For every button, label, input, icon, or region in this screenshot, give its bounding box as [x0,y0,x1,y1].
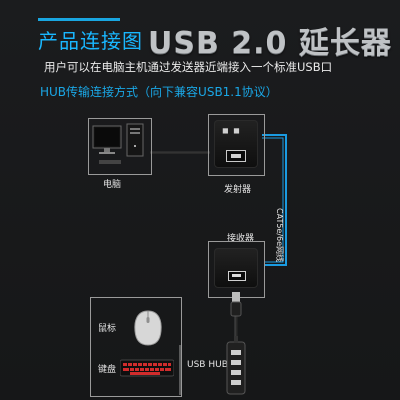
usb-plug-icon [230,292,242,317]
transmitter-unit: ◼ ◼ [214,120,258,168]
transmitter-badge: ◼ ◼ [222,126,241,135]
transmitter-box [208,114,265,176]
cat-cable [262,134,287,266]
transmitter-label: 发射器 [224,185,252,195]
receiver-unit [214,248,258,288]
computer-box [88,118,152,175]
keyboard-label: 键盘 [98,365,117,375]
peripherals-box [90,297,182,397]
mouse-label: 鼠标 [98,324,117,334]
mouse-icon [134,310,162,346]
title-right: USB 2.0 延长器 [148,26,392,61]
cable-label: CAT5e/6e网线 [275,208,284,263]
title-left: 产品连接图 [38,29,143,53]
usb-port-icon [228,271,246,281]
title-accent-bar [38,18,120,21]
cat-cable-inner [262,137,284,263]
computer-label: 电脑 [103,180,122,190]
receiver-label: 接收器 [227,234,255,244]
rj45-port-icon [226,150,246,162]
keyboard-icon [120,359,174,377]
computer-icon [92,123,144,164]
usb-hub-icon [226,336,246,395]
connection-mode-title: HUB传输连接方式（向下兼容USB1.1协议） [40,85,278,99]
subtitle: 用户可以在电脑主机通过发送器近端接入一个标准USB口 [44,60,333,74]
usb-hub-label: USB HUB [187,360,228,370]
